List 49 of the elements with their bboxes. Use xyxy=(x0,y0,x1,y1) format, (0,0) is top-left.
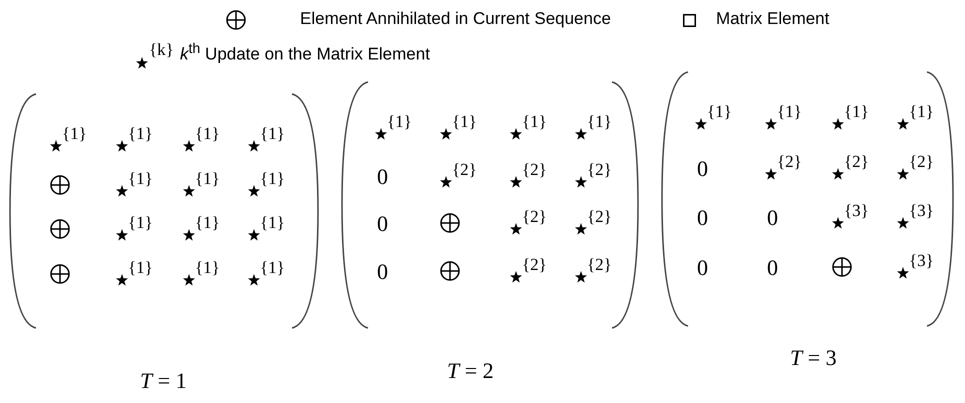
superscript-label: {1} xyxy=(128,124,153,144)
matrix-caption: T = 2 xyxy=(447,358,494,384)
matrix-entry: 0 xyxy=(767,205,778,231)
legend-text: k$^{th}$ Update on the Matrix Element xyxy=(180,41,430,65)
matrix-entry: 0 xyxy=(767,254,778,280)
superscript-label: {1} xyxy=(260,124,285,144)
superscript-label: {1} xyxy=(62,124,87,144)
superscript-label: {1} xyxy=(195,213,220,233)
superscript-label: {2} xyxy=(522,160,547,180)
matrix-entry: 0 xyxy=(697,156,708,182)
superscript-label: {1} xyxy=(587,112,612,132)
matrix-entry: 0 xyxy=(697,254,708,280)
superscript-label: {1} xyxy=(195,168,220,188)
matrix-entry: 0 xyxy=(377,164,388,190)
superscript-label: {1} xyxy=(260,258,285,278)
matrix-entry: 0 xyxy=(377,258,388,284)
legend-text: Matrix Element xyxy=(716,9,830,29)
superscript-label: {1} xyxy=(128,258,153,278)
superscript-label: {3} xyxy=(909,250,934,270)
superscript-label: {1} xyxy=(909,102,934,122)
superscript-label: {2} xyxy=(777,152,802,172)
superscript-label: {2} xyxy=(452,160,477,180)
superscript-label: {2} xyxy=(587,254,612,274)
superscript-label: {1} xyxy=(452,112,477,132)
superscript-label: {2} xyxy=(522,207,547,227)
matrix-entry: 0 xyxy=(697,205,708,231)
matrix-caption: T = 1 xyxy=(140,368,187,394)
superscript-label: {3} xyxy=(844,201,869,221)
superscript-label: {1} xyxy=(128,168,153,188)
superscript-label: {2} xyxy=(587,160,612,180)
superscript-label: {2} xyxy=(587,207,612,227)
superscript-label: {1} xyxy=(387,112,412,132)
superscript-label: {2} xyxy=(522,254,547,274)
superscript-label: {1} xyxy=(195,124,220,144)
matrix-entry: 0 xyxy=(377,211,388,237)
superscript-label: {1} xyxy=(260,168,285,188)
superscript-label: {1} xyxy=(522,112,547,132)
matrix-caption: T = 3 xyxy=(790,345,837,371)
superscript-label: {1} xyxy=(195,258,220,278)
superscript-label: {1} xyxy=(777,102,802,122)
superscript-label: {1} xyxy=(128,213,153,233)
superscript-label: {2} xyxy=(909,152,934,172)
superscript-label: {2} xyxy=(844,152,869,172)
superscript-label: {3} xyxy=(909,201,934,221)
superscript-label: {1} xyxy=(844,102,869,122)
superscript-label: {k} xyxy=(149,40,174,60)
superscript-label: {1} xyxy=(260,213,285,233)
superscript-label: {1} xyxy=(707,102,732,122)
legend-text: Element Annihilated in Current Sequence xyxy=(300,9,611,29)
